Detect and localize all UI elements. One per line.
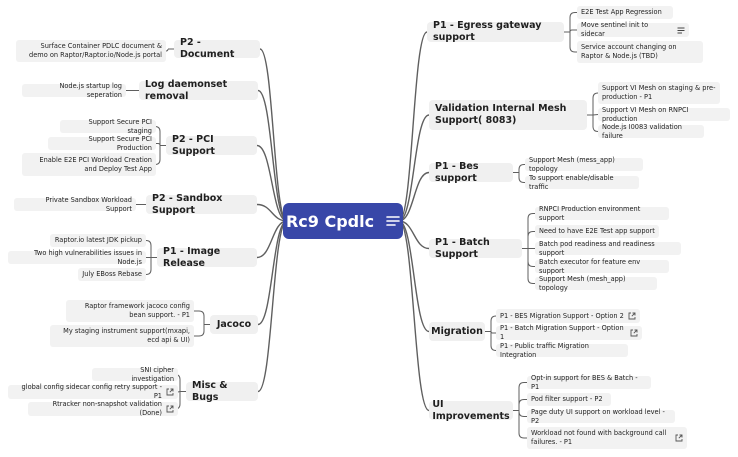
child-connector: [490, 331, 497, 351]
central-topic-label: Rc9 Cpdlc: [285, 211, 375, 231]
notes-icon: [677, 27, 685, 34]
child-connector: [518, 382, 527, 411]
leaf-p2-pci-3[interactable]: Enable E2E PCI Workload Creation and Dep…: [22, 153, 156, 176]
leaf-ui-improvements-4[interactable]: Workload not found with background call …: [527, 427, 687, 449]
child-connector: [145, 240, 152, 258]
leaf-p2-document-1[interactable]: Surface Container PDLC document & demo o…: [16, 40, 166, 62]
leaf-p1-egress-3[interactable]: Service account changing on Raptor & Nod…: [577, 41, 703, 63]
child-connector: [527, 231, 535, 249]
external-link-icon[interactable]: [630, 329, 638, 337]
child-connector: [569, 12, 577, 32]
leaf-p2-sandbox-1[interactable]: Private Sandbox Workload Support: [14, 196, 136, 213]
external-link-icon[interactable]: [166, 405, 174, 413]
child-connector: [592, 115, 599, 132]
leaf-misc-bugs-3[interactable]: Rtracker non-snapshot validation (Done): [28, 400, 178, 417]
leaf-p1-batch-2[interactable]: Need to have E2E Test app support: [535, 225, 659, 238]
branch-connector: [398, 114, 430, 222]
child-connector: [569, 32, 577, 53]
leaf-p1-batch-1[interactable]: RNPCI Production environment support: [535, 205, 669, 222]
child-connector: [569, 29, 577, 33]
branch-connector: [257, 220, 288, 326]
leaf-p2-pci-2[interactable]: Support Secure PCI Production: [48, 135, 156, 152]
child-connector: [490, 315, 497, 332]
branch-p2-document[interactable]: P2 - Document: [174, 37, 260, 60]
branch-jacoco[interactable]: Jacoco: [210, 315, 258, 334]
branch-connector: [256, 144, 288, 222]
branch-connector: [257, 89, 288, 222]
leaf-ui-improvements-2[interactable]: Pod filter support - P2: [527, 393, 611, 406]
leaf-migration-3[interactable]: P1 - Public traffic Migration Integratio…: [496, 342, 628, 359]
leaf-p1-bes-2[interactable]: To support enable/disable traffic: [525, 174, 639, 191]
leaf-jacoco-2[interactable]: My staging instrument support(mxapi, ecd…: [50, 325, 194, 347]
child-connector: [518, 410, 527, 439]
leaf-jacoco-1[interactable]: Raptor framework jacoco config bean supp…: [66, 300, 194, 322]
leaf-migration-1[interactable]: P1 - BES Migration Support - Option 2: [496, 309, 640, 323]
leaf-migration-2[interactable]: P1 - Batch Migration Support - Option 1: [496, 324, 642, 341]
leaf-validation-mesh-2[interactable]: Support VI Mesh on RNPCI production: [598, 106, 730, 123]
child-connector: [527, 248, 535, 284]
child-connector: [194, 310, 205, 325]
child-connector: [527, 213, 535, 249]
leaf-p1-batch-3[interactable]: Batch pod readiness and readiness suppor…: [535, 240, 681, 257]
branch-connector: [257, 220, 288, 393]
leaf-p1-batch-5[interactable]: Support Mesh (mesh_app) topology: [535, 275, 657, 292]
leaf-log-daemonset-1[interactable]: Node.js startup log seperation: [22, 82, 126, 99]
leaf-misc-bugs-2[interactable]: global config sidecar config retry suppo…: [8, 383, 178, 400]
child-connector: [527, 248, 535, 267]
branch-connector: [398, 220, 430, 412]
leaf-p1-egress-1[interactable]: E2E Test App Regression: [577, 6, 673, 19]
branch-log-daemonset[interactable]: Log daemonset removal: [139, 79, 258, 102]
child-connector: [518, 164, 525, 173]
branch-p1-image[interactable]: P1 - Image Release: [157, 246, 257, 269]
child-connector: [165, 48, 169, 52]
child-connector: [518, 399, 527, 411]
leaf-p1-egress-2[interactable]: Move sentinel init to sidecar: [577, 21, 689, 38]
branch-p2-pci[interactable]: P2 - PCI Support: [166, 134, 257, 157]
external-link-icon[interactable]: [166, 388, 174, 396]
branch-ui-improvements[interactable]: UI Improvements: [429, 399, 513, 422]
branch-p1-egress[interactable]: P1 - Egress gateway support: [427, 20, 564, 43]
child-connector: [156, 143, 161, 146]
branch-connector: [398, 31, 428, 222]
leaf-validation-mesh-3[interactable]: Node.js I0083 validation failure: [598, 123, 704, 140]
branch-misc-bugs[interactable]: Misc & Bugs: [186, 380, 258, 403]
branch-connector: [259, 48, 288, 222]
branch-migration[interactable]: Migration: [429, 322, 485, 341]
leaf-misc-bugs-1[interactable]: SNI cipher investigation: [92, 366, 178, 383]
branch-p2-sandbox[interactable]: P2 - Sandbox Support: [146, 193, 257, 216]
leaf-p2-pci-1[interactable]: Support Secure PCI staging: [60, 118, 156, 135]
branch-connector: [398, 220, 430, 333]
leaf-misc-bugs-3-label: Rtracker non-snapshot validation (Done): [52, 400, 162, 417]
leaf-ui-improvements-1[interactable]: Opt-in support for BES & Batch - P1: [527, 374, 651, 391]
branch-validation-mesh[interactable]: Validation Internal Mesh Support( 8083): [429, 100, 587, 130]
leaf-validation-mesh-1[interactable]: Support VI Mesh on staging & pre-product…: [598, 82, 720, 104]
child-connector: [592, 92, 599, 115]
branch-p1-bes[interactable]: P1 - Bes support: [429, 161, 513, 184]
leaf-ui-improvements-4-label: Workload not found with background call …: [531, 429, 667, 446]
notes-icon: [386, 215, 400, 227]
child-connector: [518, 410, 527, 417]
leaf-p1-bes-1[interactable]: Support Mesh (mess_app) topology: [525, 156, 643, 173]
leaf-p1-image-3[interactable]: July EBoss Rebase: [78, 268, 146, 281]
leaf-p1-image-1[interactable]: Raptor.io latest JDK pickup: [50, 234, 146, 247]
leaf-ui-improvements-3[interactable]: Page duty UI support on workload level -…: [527, 408, 675, 425]
leaf-p1-image-2[interactable]: Two high vulnerabilities issues in Node.…: [8, 249, 146, 266]
child-connector: [194, 324, 205, 337]
leaf-p1-batch-4[interactable]: Batch executor for feature env support: [535, 258, 669, 275]
external-link-icon[interactable]: [628, 312, 636, 320]
leaf-misc-bugs-2-label: global config sidecar config retry suppo…: [21, 383, 162, 400]
child-connector: [145, 257, 152, 275]
child-connector: [518, 172, 525, 183]
external-link-icon[interactable]: [675, 434, 683, 442]
leaf-migration-2-label: P1 - Batch Migration Support - Option 1: [500, 324, 624, 341]
central-topic[interactable]: Rc9 Cpdlc: [283, 203, 403, 239]
leaf-migration-1-label: P1 - BES Migration Support - Option 2: [500, 311, 624, 320]
branch-p1-batch[interactable]: P1 - Batch Support: [429, 237, 522, 260]
leaf-p1-egress-2-label: Move sentinel init to sidecar: [581, 21, 649, 38]
child-connector: [592, 114, 599, 116]
